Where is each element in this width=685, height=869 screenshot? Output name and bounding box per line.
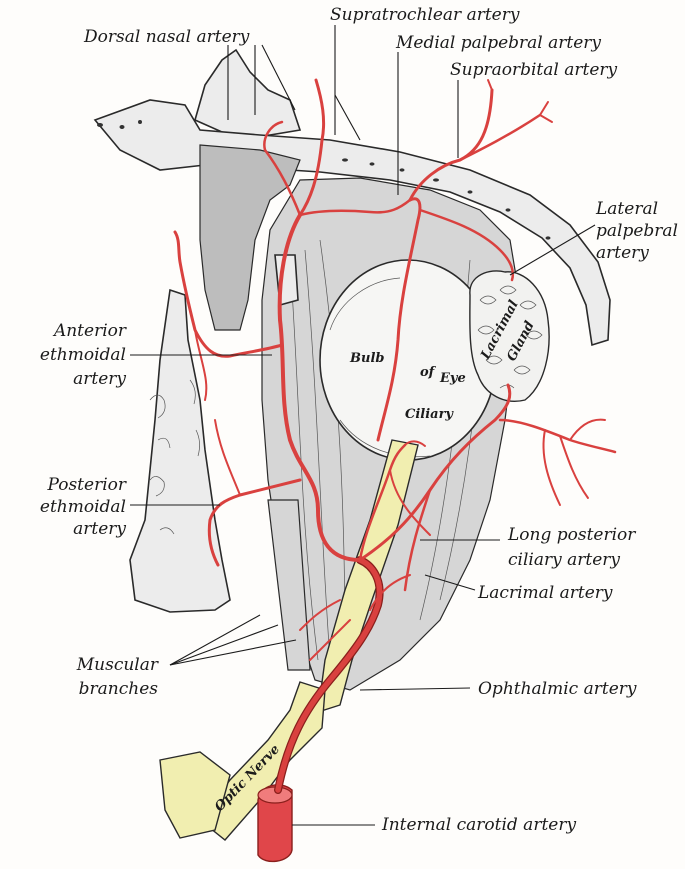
label-ophthalmic-artery: Ophthalmic artery — [478, 679, 637, 699]
ciliary-label: Ciliary — [405, 407, 454, 422]
label-muscular-branches-1: Muscular — [76, 655, 159, 675]
arteries — [173, 78, 617, 863]
label-supratrochlear-artery: Supratrochlear artery — [330, 5, 520, 25]
bulb-label-3: Eye — [439, 371, 466, 386]
medial-orbital-wall — [199, 144, 301, 331]
label-anterior-ethmoidal-3: artery — [73, 369, 126, 389]
bulb-label-1: Bulb — [349, 351, 384, 366]
annotation-labels: Dorsal nasal artery Supratrochlear arter… — [40, 5, 678, 835]
optic-chiasm-stub — [159, 751, 231, 839]
label-lateral-palpebral-3: artery — [596, 243, 649, 263]
ethmoid-cells — [149, 379, 200, 535]
label-lateral-palpebral-2: palpebral — [596, 221, 678, 241]
label-long-posterior-ciliary-1: Long posterior — [507, 525, 636, 545]
lacrimal-gland-body — [469, 270, 550, 402]
orbit-bones — [93, 48, 611, 613]
lacrimal-gland — [469, 270, 550, 402]
optic-nerve-canal — [199, 681, 326, 841]
optic-nerve-intraorbital — [317, 439, 419, 714]
label-lateral-palpebral-1: Lateral — [595, 199, 658, 219]
ethmoid-plate — [129, 288, 231, 613]
roof-foramina — [97, 120, 551, 240]
optic-nerve — [159, 439, 419, 841]
label-muscular-branches-2: branches — [79, 679, 159, 699]
label-posterior-ethmoidal-3: artery — [73, 519, 126, 539]
label-posterior-ethmoidal-1: Posterior — [46, 475, 126, 495]
label-supraorbital-artery: Supraorbital artery — [450, 60, 618, 80]
label-dorsal-nasal-artery: Dorsal nasal artery — [83, 27, 250, 47]
label-posterior-ethmoidal-2: ethmoidal — [40, 497, 126, 517]
label-medial-palpebral-artery: Medial palpebral artery — [395, 33, 601, 53]
label-lacrimal-artery: Lacrimal artery — [477, 583, 613, 603]
nasal-bone — [194, 48, 302, 141]
label-internal-carotid-artery: Internal carotid artery — [381, 815, 576, 835]
label-anterior-ethmoidal-1: Anterior — [52, 321, 127, 341]
inferior-muscle — [267, 499, 311, 671]
label-anterior-ethmoidal-2: ethmoidal — [40, 345, 126, 365]
bulb-label-2: of — [420, 365, 437, 380]
leader-lines — [130, 25, 596, 826]
label-long-posterior-ciliary-2: ciliary artery — [508, 550, 620, 570]
